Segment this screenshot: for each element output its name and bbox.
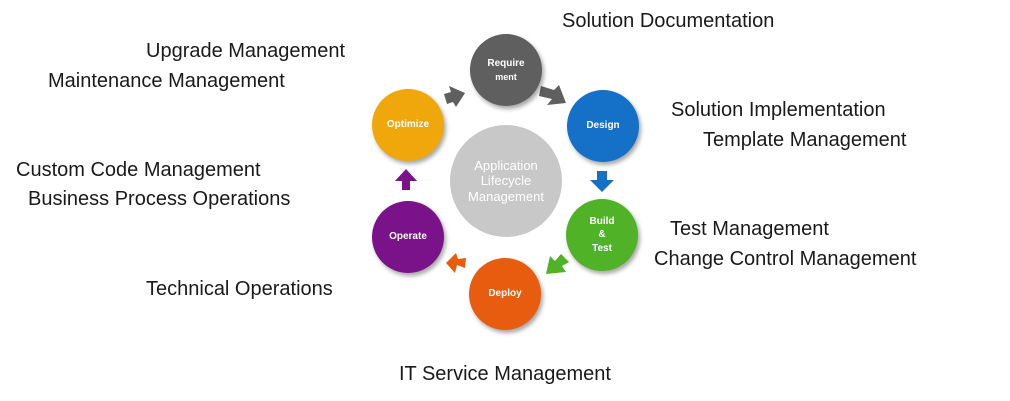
- node-design: Design: [567, 90, 639, 162]
- label-business-process-operations: Business Process Operations: [28, 188, 291, 210]
- node-build-line-3: Test: [592, 242, 612, 254]
- label-it-service-management: IT Service Management: [399, 363, 611, 385]
- arrow-deploy-to-operate: [446, 253, 466, 273]
- node-requirement-line-1: Require: [487, 58, 525, 70]
- center-circle: Application Lifecycle Management: [450, 125, 562, 237]
- arrow-build-to-deploy: [546, 254, 569, 274]
- label-template-management: Template Management: [703, 129, 907, 151]
- center-line-2: Lifecycle: [480, 173, 532, 189]
- node-optimize-label: Optimize: [386, 119, 430, 131]
- label-custom-code-management: Custom Code Management: [16, 159, 261, 181]
- label-solution-documentation: Solution Documentation: [562, 10, 775, 32]
- node-requirement: Require ment: [470, 34, 542, 106]
- arrow-design-to-build: [590, 171, 614, 192]
- label-solution-implementation: Solution Implementation: [671, 99, 886, 121]
- node-deploy: Deploy: [469, 258, 541, 330]
- label-technical-operations: Technical Operations: [146, 278, 333, 300]
- arrow-operate-to-optimize: [395, 169, 417, 190]
- label-test-management: Test Management: [670, 218, 829, 240]
- node-build-line-2: &: [598, 229, 606, 241]
- node-operate: Operate: [372, 201, 444, 273]
- arrow-optimize-to-requirement: [444, 86, 465, 107]
- node-operate-label: Operate: [389, 231, 427, 243]
- center-line-3: Management: [468, 188, 544, 204]
- node-design-label: Design: [586, 120, 620, 132]
- label-maintenance-management: Maintenance Management: [48, 70, 285, 92]
- node-build-test: Build & Test: [566, 199, 638, 271]
- label-change-control-management: Change Control Management: [654, 248, 917, 270]
- node-deploy-label: Deploy: [488, 288, 522, 300]
- node-optimize: Optimize: [372, 89, 444, 161]
- node-build-line-1: Build: [589, 215, 615, 227]
- node-requirement-line-2: ment: [495, 71, 517, 82]
- arrow-requirement-to-design: [539, 85, 566, 105]
- center-line-1: Application: [474, 157, 538, 173]
- label-upgrade-management: Upgrade Management: [146, 40, 346, 62]
